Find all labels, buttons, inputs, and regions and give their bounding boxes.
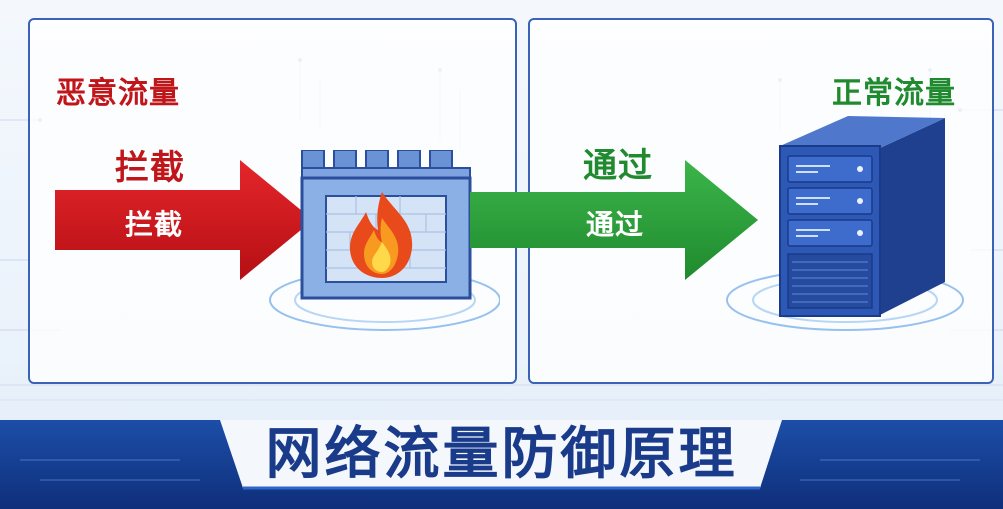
flame-icon [350, 192, 413, 278]
server-icon [726, 116, 964, 331]
pass-label-inner: 通过 [586, 208, 645, 241]
block-label-top: 拦截 [115, 148, 185, 188]
footer-banner [0, 420, 1003, 509]
pass-label-top: 通过 [583, 146, 653, 186]
malicious-traffic-title: 恶意流量 [56, 76, 180, 111]
pass-arrow [470, 160, 758, 280]
block-arrow [55, 160, 313, 280]
footer-title: 网络流量防御原理 [265, 422, 738, 487]
block-label-inner: 拦截 [125, 208, 184, 241]
normal-traffic-title: 正常流量 [832, 76, 956, 111]
